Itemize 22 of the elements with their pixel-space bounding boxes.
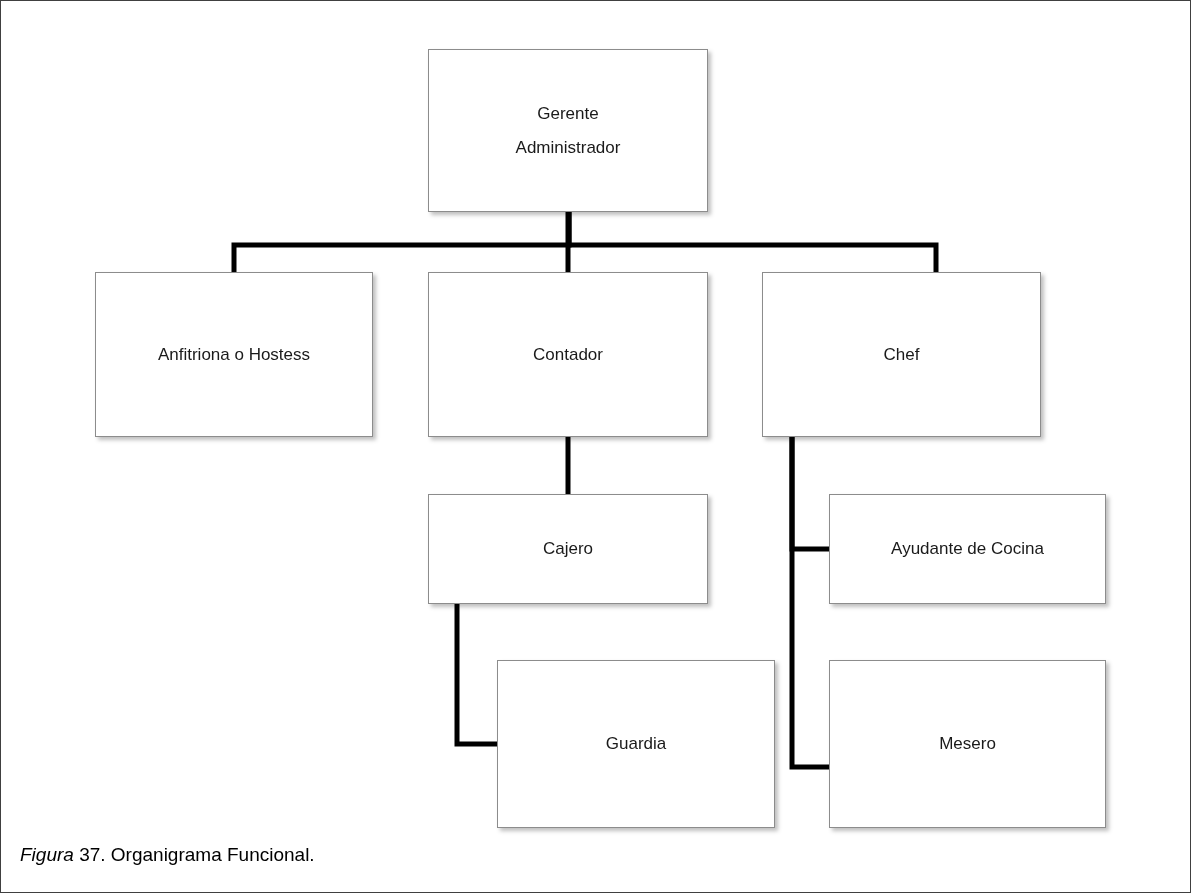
- position-title: Ayudante de Cocina: [891, 538, 1044, 560]
- position-title: Mesero: [939, 733, 996, 755]
- position-title: Anfitriona o Hostess: [157, 343, 311, 366]
- position-box: [497, 660, 775, 828]
- position-title: Contador: [533, 343, 603, 366]
- position-box: [95, 272, 373, 437]
- connector-line: [565, 437, 571, 494]
- position-title: Cajero: [542, 538, 594, 560]
- position-box: [762, 272, 1041, 437]
- position-title: Chef: [883, 343, 920, 366]
- position-box: [428, 272, 708, 437]
- position-title: Guardia: [605, 733, 667, 755]
- connector-line: [566, 212, 939, 272]
- position-title: Gerente Administrador: [514, 102, 622, 159]
- connector-line: [789, 437, 829, 770]
- connector-line: [565, 212, 571, 272]
- position-box: [428, 494, 708, 604]
- figure-caption: Figura 37. Organigrama Funcional.: [20, 843, 315, 867]
- connector-line: [454, 604, 497, 747]
- position-box: [829, 660, 1106, 828]
- position-box: [428, 49, 708, 212]
- position-box: [829, 494, 1106, 604]
